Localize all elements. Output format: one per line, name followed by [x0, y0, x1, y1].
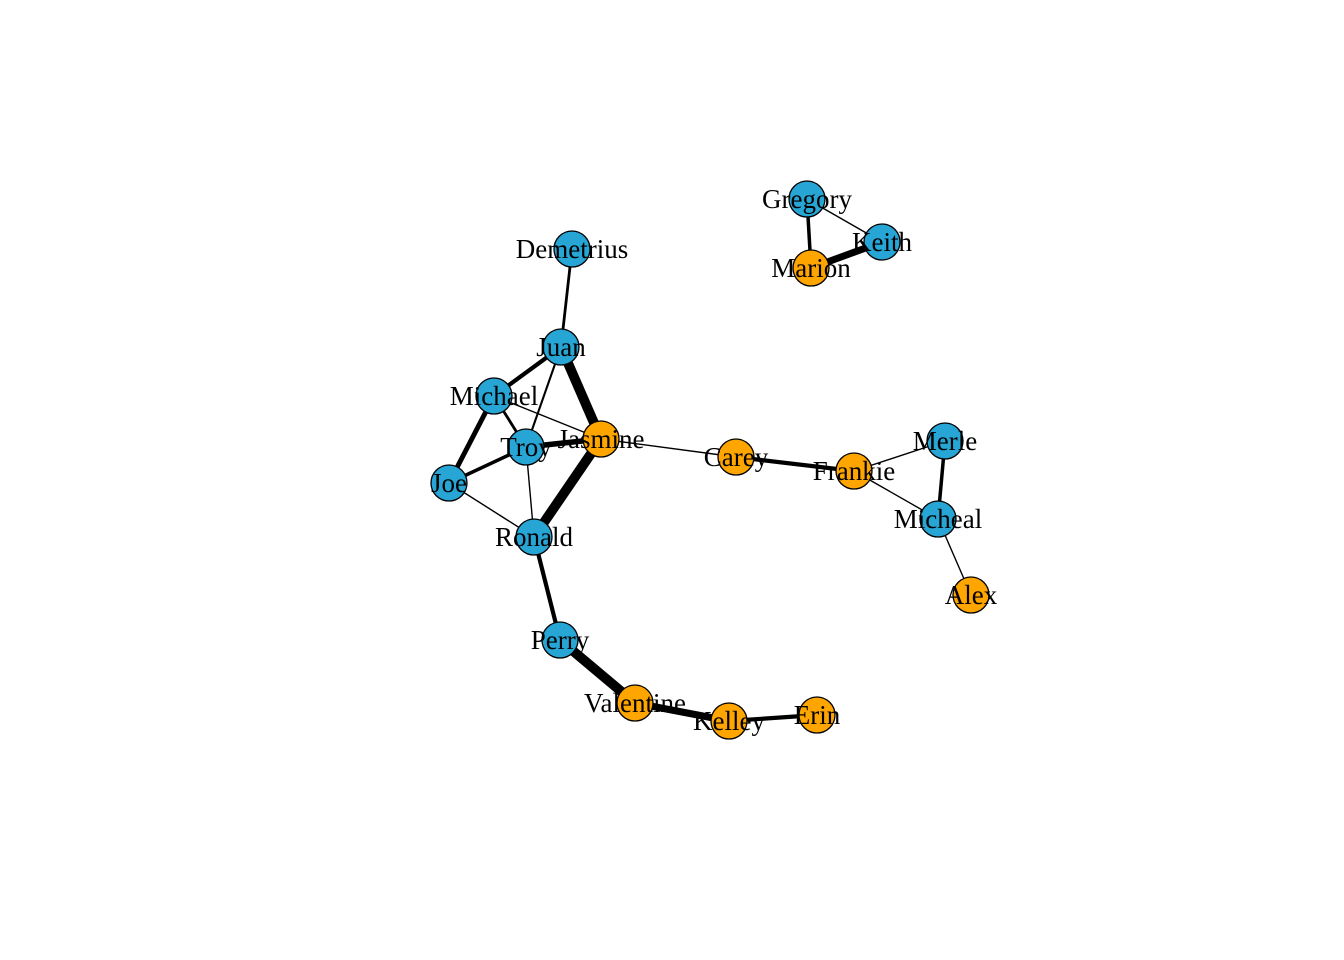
node-label-micheal: Micheal — [894, 504, 982, 534]
node-demetrius — [553, 230, 591, 268]
node-marion — [792, 249, 830, 287]
node-merle — [926, 422, 964, 460]
node-erin — [798, 696, 836, 734]
node-label-michael: Michael — [450, 381, 538, 411]
node-label-frankie: Frankie — [813, 456, 895, 486]
node-jasmine — [582, 420, 620, 458]
node-valentine — [616, 684, 654, 722]
node-gregory — [788, 180, 826, 218]
node-label-gregory: Gregory — [762, 184, 852, 214]
node-frankie — [835, 452, 873, 490]
node-troy — [507, 428, 545, 466]
node-label-erin: Erin — [794, 700, 841, 730]
node-label-merle: Merle — [913, 426, 977, 456]
node-michael — [475, 377, 513, 415]
node-label-carey: Carey — [704, 442, 769, 472]
node-alex — [952, 576, 990, 614]
edge-ronald-jasmine — [529, 436, 606, 540]
node-juan — [542, 328, 580, 366]
node-label-troy: Troy — [500, 432, 552, 462]
node-label-demetrius: Demetrius — [516, 234, 628, 264]
node-label-ronald: Ronald — [495, 522, 573, 552]
node-label-perry: Perry — [531, 625, 590, 655]
node-label-marion: Marion — [771, 253, 851, 283]
node-label-joe: Joe — [431, 468, 467, 498]
node-label-juan: Juan — [536, 332, 586, 362]
node-perry — [541, 621, 579, 659]
node-label-kelley: Kelley — [693, 706, 765, 736]
edge-jasmine-carey — [600, 438, 737, 458]
node-label-alex: Alex — [945, 580, 998, 610]
edge-carey-frankie — [735, 454, 855, 474]
node-joe — [430, 464, 468, 502]
node-label-jasmine: Jasmine — [558, 424, 645, 454]
node-label-valentine: Valentine — [584, 688, 686, 718]
nodes-layer — [430, 180, 990, 740]
node-label-keith: Keith — [852, 227, 912, 257]
edge-michael-jasmine — [493, 395, 602, 440]
node-ronald — [515, 518, 553, 556]
node-kelley — [710, 702, 748, 740]
node-keith — [863, 223, 901, 261]
node-carey — [717, 438, 755, 476]
node-micheal — [919, 500, 957, 538]
